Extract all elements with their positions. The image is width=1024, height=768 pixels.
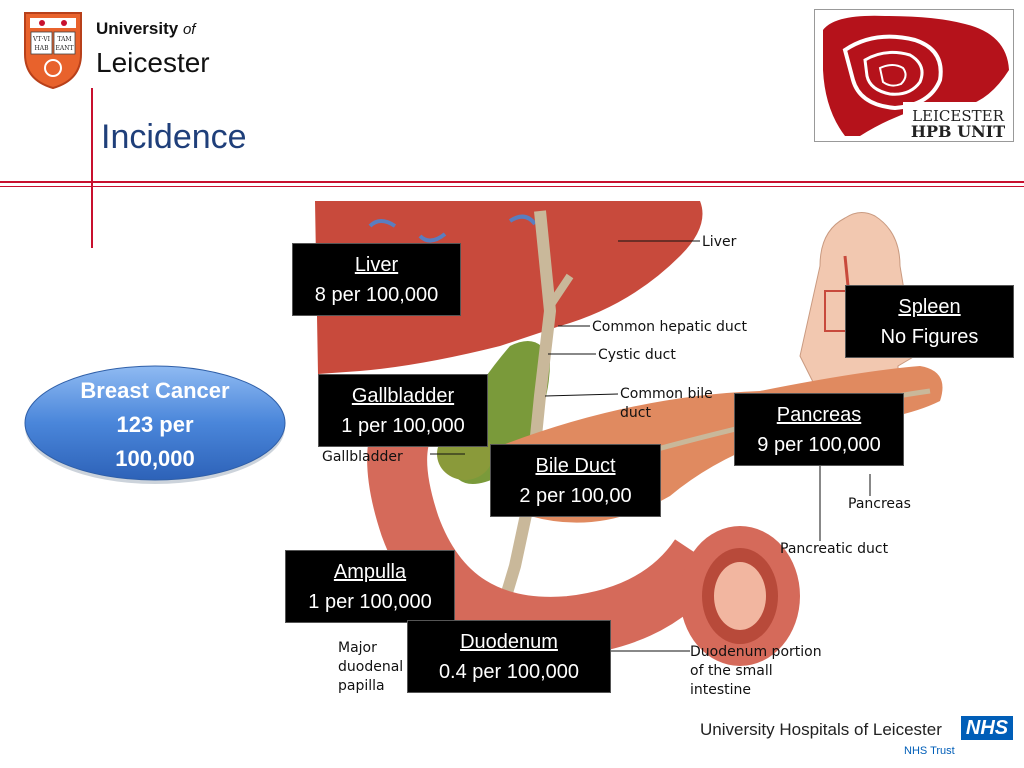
svg-text:HPB UNIT: HPB UNIT (911, 122, 1005, 139)
duodenum-box-value: 0.4 per 100,000 (438, 661, 580, 683)
duodenum-incidence-box: Duodenum 0.4 per 100,000 (407, 620, 611, 693)
svg-text:LEICESTER: LEICESTER (912, 107, 1004, 125)
liver-box-value: 8 per 100,000 (314, 284, 439, 306)
ampulla-incidence-box: Ampulla 1 per 100,000 (285, 550, 455, 623)
svg-text:Common hepatic duct: Common hepatic duct (592, 319, 747, 335)
bile-duct-box-title: Bile Duct (535, 455, 616, 477)
svg-text:Pancreatic duct: Pancreatic duct (780, 541, 889, 557)
breast-cancer-value: 123 per (116, 412, 194, 437)
svg-text:Common bile: Common bile (620, 386, 713, 402)
liver-box-title: Liver (354, 254, 399, 276)
ampulla-box-title: Ampulla (333, 561, 407, 583)
university-shield-icon: VT·VI TAM HAB EANT (24, 12, 82, 90)
svg-text:Pancreas: Pancreas (848, 496, 911, 512)
liver-incidence-box: Liver 8 per 100,000 (292, 243, 461, 316)
horizontal-divider (0, 181, 1024, 183)
bile-duct-box-value: 2 per 100,00 (519, 485, 632, 507)
ampulla-box-value: 1 per 100,000 (308, 591, 432, 613)
bile-duct-incidence-box: Bile Duct 2 per 100,00 (490, 444, 661, 517)
horizontal-divider-thin (0, 186, 1024, 187)
svg-text:VT·VI: VT·VI (32, 36, 51, 43)
nhs-logo: NHS (961, 716, 1013, 740)
hospital-name: University Hospitals of Leicester (700, 720, 942, 739)
svg-text:Duodenum portion: Duodenum portion (690, 644, 822, 660)
svg-text:Cystic duct: Cystic duct (598, 347, 676, 363)
svg-text:HAB: HAB (35, 45, 50, 52)
breast-cancer-text: Breast Cancer 123 per 100,000 (22, 374, 288, 476)
gallbladder-incidence-box: Gallbladder 1 per 100,000 (318, 374, 488, 447)
spleen-box-title: Spleen (898, 296, 961, 318)
breast-cancer-bubble (24, 365, 286, 484)
svg-text:Liver: Liver (702, 234, 737, 250)
svg-text:of the small: of the small (690, 663, 773, 679)
svg-text:intestine: intestine (690, 682, 751, 698)
hpb-unit-logo: LEICESTER HPB UNIT (814, 9, 1014, 142)
spleen-box-value: No Figures (880, 326, 979, 348)
breast-cancer-unit: 100,000 (115, 446, 195, 471)
spleen-incidence-box: Spleen No Figures (845, 285, 1014, 358)
pancreas-box-value: 9 per 100,000 (757, 434, 881, 456)
university-label: University of (96, 19, 196, 38)
svg-text:EANT: EANT (56, 45, 74, 52)
nhs-trust-label: NHS Trust (904, 745, 955, 757)
pancreas-box-title: Pancreas (776, 404, 862, 426)
svg-text:Gallbladder: Gallbladder (322, 449, 403, 465)
duodenum-box-title: Duodenum (460, 631, 558, 653)
vertical-divider (91, 88, 93, 248)
svg-text:duodenal: duodenal (338, 659, 403, 675)
breast-cancer-label: Breast Cancer (80, 378, 230, 403)
pancreas-incidence-box: Pancreas 9 per 100,000 (734, 393, 904, 466)
university-logo: VT·VI TAM HAB EANT University of Leicest… (0, 0, 240, 92)
svg-text:papilla: papilla (338, 678, 385, 694)
gallbladder-box-value: 1 per 100,000 (341, 415, 465, 437)
svg-text:Major: Major (338, 640, 377, 656)
gallbladder-box-title: Gallbladder (351, 385, 455, 407)
university-name: Leicester (96, 47, 210, 78)
hpb-liver-logo-icon: LEICESTER HPB UNIT (823, 15, 1009, 141)
svg-text:TAM: TAM (57, 36, 71, 43)
svg-text:duct: duct (620, 405, 651, 421)
page-title: Incidence (101, 118, 247, 156)
